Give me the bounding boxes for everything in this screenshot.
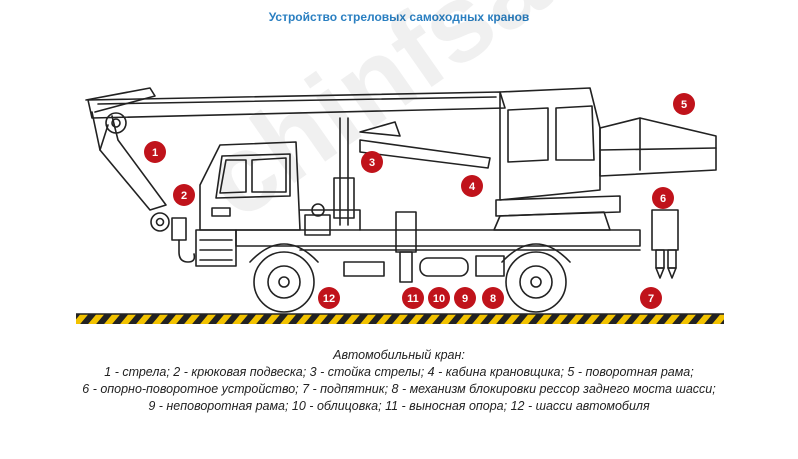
boom (85, 87, 506, 232)
svg-text:1: 1 (152, 147, 158, 159)
caption-line-2: 6 - опорно-поворотное устройство; 7 - по… (82, 382, 716, 396)
operator-cab (493, 87, 621, 231)
truck-cab (195, 141, 301, 267)
marker-9: 9 (454, 287, 476, 309)
boom-stand (333, 117, 355, 226)
outrigger-front (395, 211, 417, 283)
svg-text:7: 7 (648, 293, 654, 305)
marker-11: 11 (402, 287, 424, 309)
svg-text:6: 6 (660, 193, 666, 205)
marker-3: 3 (361, 151, 383, 173)
part-markers: 1 2 3 4 5 6 7 8 (144, 93, 695, 309)
caption-line-1: 1 - стрела; 2 - крюковая подвеска; 3 - с… (104, 365, 694, 379)
svg-text:4: 4 (469, 181, 476, 193)
ground-strip (76, 314, 724, 324)
svg-text:10: 10 (433, 293, 445, 305)
outrigger-rear (651, 209, 679, 279)
marker-12: 12 (318, 287, 340, 309)
rear-wheel (501, 243, 571, 313)
marker-1: 1 (144, 141, 166, 163)
caption-heading: Автомобильный кран: (333, 348, 465, 362)
chassis (235, 203, 641, 251)
marker-5: 5 (673, 93, 695, 115)
svg-text:9: 9 (462, 293, 468, 305)
svg-text:11: 11 (407, 293, 419, 305)
marker-2: 2 (173, 184, 195, 206)
marker-8: 8 (482, 287, 504, 309)
svg-text:2: 2 (181, 190, 187, 202)
counterweight (599, 117, 717, 177)
svg-text:12: 12 (323, 293, 335, 305)
marker-4: 4 (461, 175, 483, 197)
svg-text:5: 5 (681, 99, 687, 111)
caption-line-3: 9 - неповоротная рама; 10 - облицовка; 1… (148, 399, 650, 413)
hook-block (171, 217, 196, 263)
marker-10: 10 (428, 287, 450, 309)
marker-7: 7 (640, 287, 662, 309)
svg-text:8: 8 (490, 293, 496, 305)
crane-diagram: 1 2 3 4 5 6 7 8 (76, 87, 724, 324)
legend-caption: Автомобильный кран: 1 - стрела; 2 - крюк… (0, 347, 798, 415)
svg-text:3: 3 (369, 157, 375, 169)
front-wheel (249, 243, 319, 313)
marker-6: 6 (652, 187, 674, 209)
diagram-title: Устройство стреловых самоходных кранов (268, 10, 530, 24)
